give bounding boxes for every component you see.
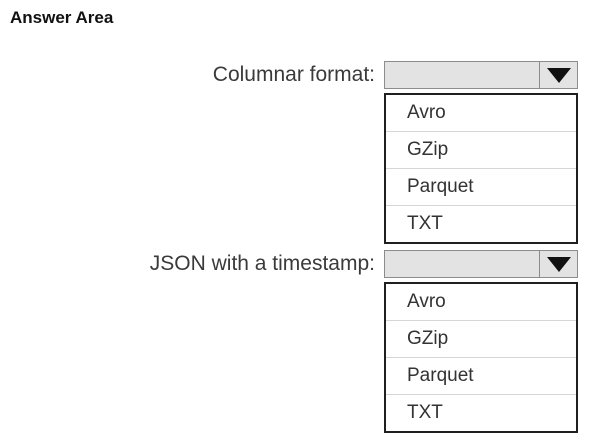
json-timestamp-label: JSON with a timestamp: <box>149 252 375 275</box>
json-timestamp-selected-value <box>391 251 537 277</box>
option-avro[interactable]: Avro <box>407 102 446 123</box>
columnar-format-select[interactable] <box>384 61 578 89</box>
option-txt[interactable]: TXT <box>386 394 576 431</box>
option-gzip[interactable]: GZip <box>386 320 576 357</box>
option-parquet[interactable]: Parquet <box>386 357 576 394</box>
caret-down-icon <box>546 67 571 83</box>
json-timestamp-options-list: Avro GZip Parquet TXT <box>384 282 578 433</box>
columnar-format-options-list: Avro GZip Parquet TXT <box>384 93 578 244</box>
answer-area-title: Answer Area <box>10 8 114 27</box>
columnar-format-dropdown-button[interactable] <box>539 62 577 88</box>
caret-down-icon <box>546 256 571 272</box>
columnar-format-selected-value <box>391 62 537 88</box>
option-gzip[interactable]: GZip <box>386 131 576 168</box>
json-timestamp-select[interactable] <box>384 250 578 278</box>
columnar-format-label: Columnar format: <box>212 63 375 86</box>
option-txt[interactable]: TXT <box>386 205 576 242</box>
option-avro[interactable]: Avro <box>407 291 446 312</box>
json-timestamp-dropdown-button[interactable] <box>539 251 577 277</box>
option-parquet[interactable]: Parquet <box>386 168 576 205</box>
